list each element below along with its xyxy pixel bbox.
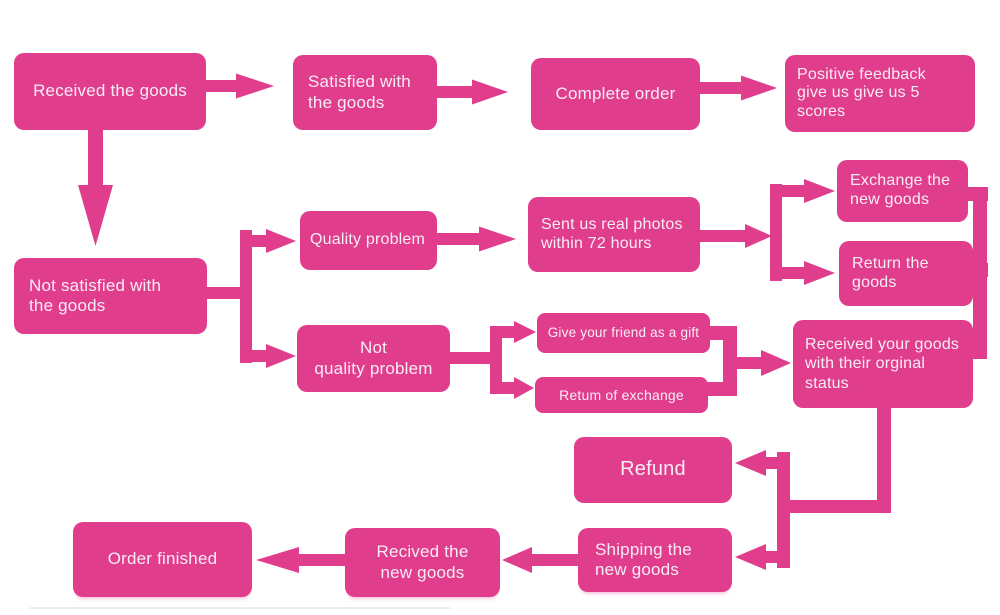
- flow-status-to-refund-shipping: [735, 406, 891, 570]
- arrow-shipping-to-recived: [502, 547, 579, 573]
- node-gift: Give your friend as a gift: [537, 313, 710, 353]
- node-positive-feedback: Positive feedback give us give us 5 scor…: [785, 55, 975, 132]
- junction-sent-photos: [699, 179, 835, 285]
- node-received-goods: Received the goods: [14, 53, 206, 130]
- merge-gift-return-exchange: [706, 326, 791, 396]
- node-refund: Refund: [574, 437, 732, 503]
- node-return-goods: Return the goods: [839, 241, 973, 306]
- node-exchange-new-goods: Exchange the new goods: [837, 160, 968, 222]
- node-return-exchange: Retum of exchange: [535, 377, 708, 413]
- node-not-satisfied: Not satisfied with the goods: [14, 258, 207, 334]
- node-received-original-status: Received your goods with their orginal s…: [793, 320, 973, 408]
- arrow-recived-to-order: [256, 547, 346, 573]
- arrow-received-to-satisfied: [205, 73, 274, 99]
- node-not-quality-problem: Not quality problem: [297, 325, 450, 392]
- arrow-complete-to-positive: [699, 75, 777, 101]
- arrow-received-down: [78, 130, 113, 246]
- arrow-satisfied-to-complete: [436, 79, 508, 105]
- node-satisfied-goods: Satisfied with the goods: [293, 55, 437, 130]
- node-quality-problem: Quality problem: [300, 211, 437, 270]
- node-complete-order: Complete order: [531, 58, 700, 130]
- node-order-finished: Order finished: [73, 522, 252, 597]
- arrow-quality-to-sent: [436, 226, 516, 252]
- node-shipping-new-goods: Shipping the new goods: [578, 528, 732, 592]
- junction-not-satisfied: [205, 229, 296, 368]
- bottom-artifact-line: [30, 607, 450, 609]
- junction-not-quality: [449, 321, 536, 399]
- node-sent-photos: Sent us real photos within 72 hours: [528, 197, 700, 272]
- node-recived-new-goods: Recived the new goods: [345, 528, 500, 597]
